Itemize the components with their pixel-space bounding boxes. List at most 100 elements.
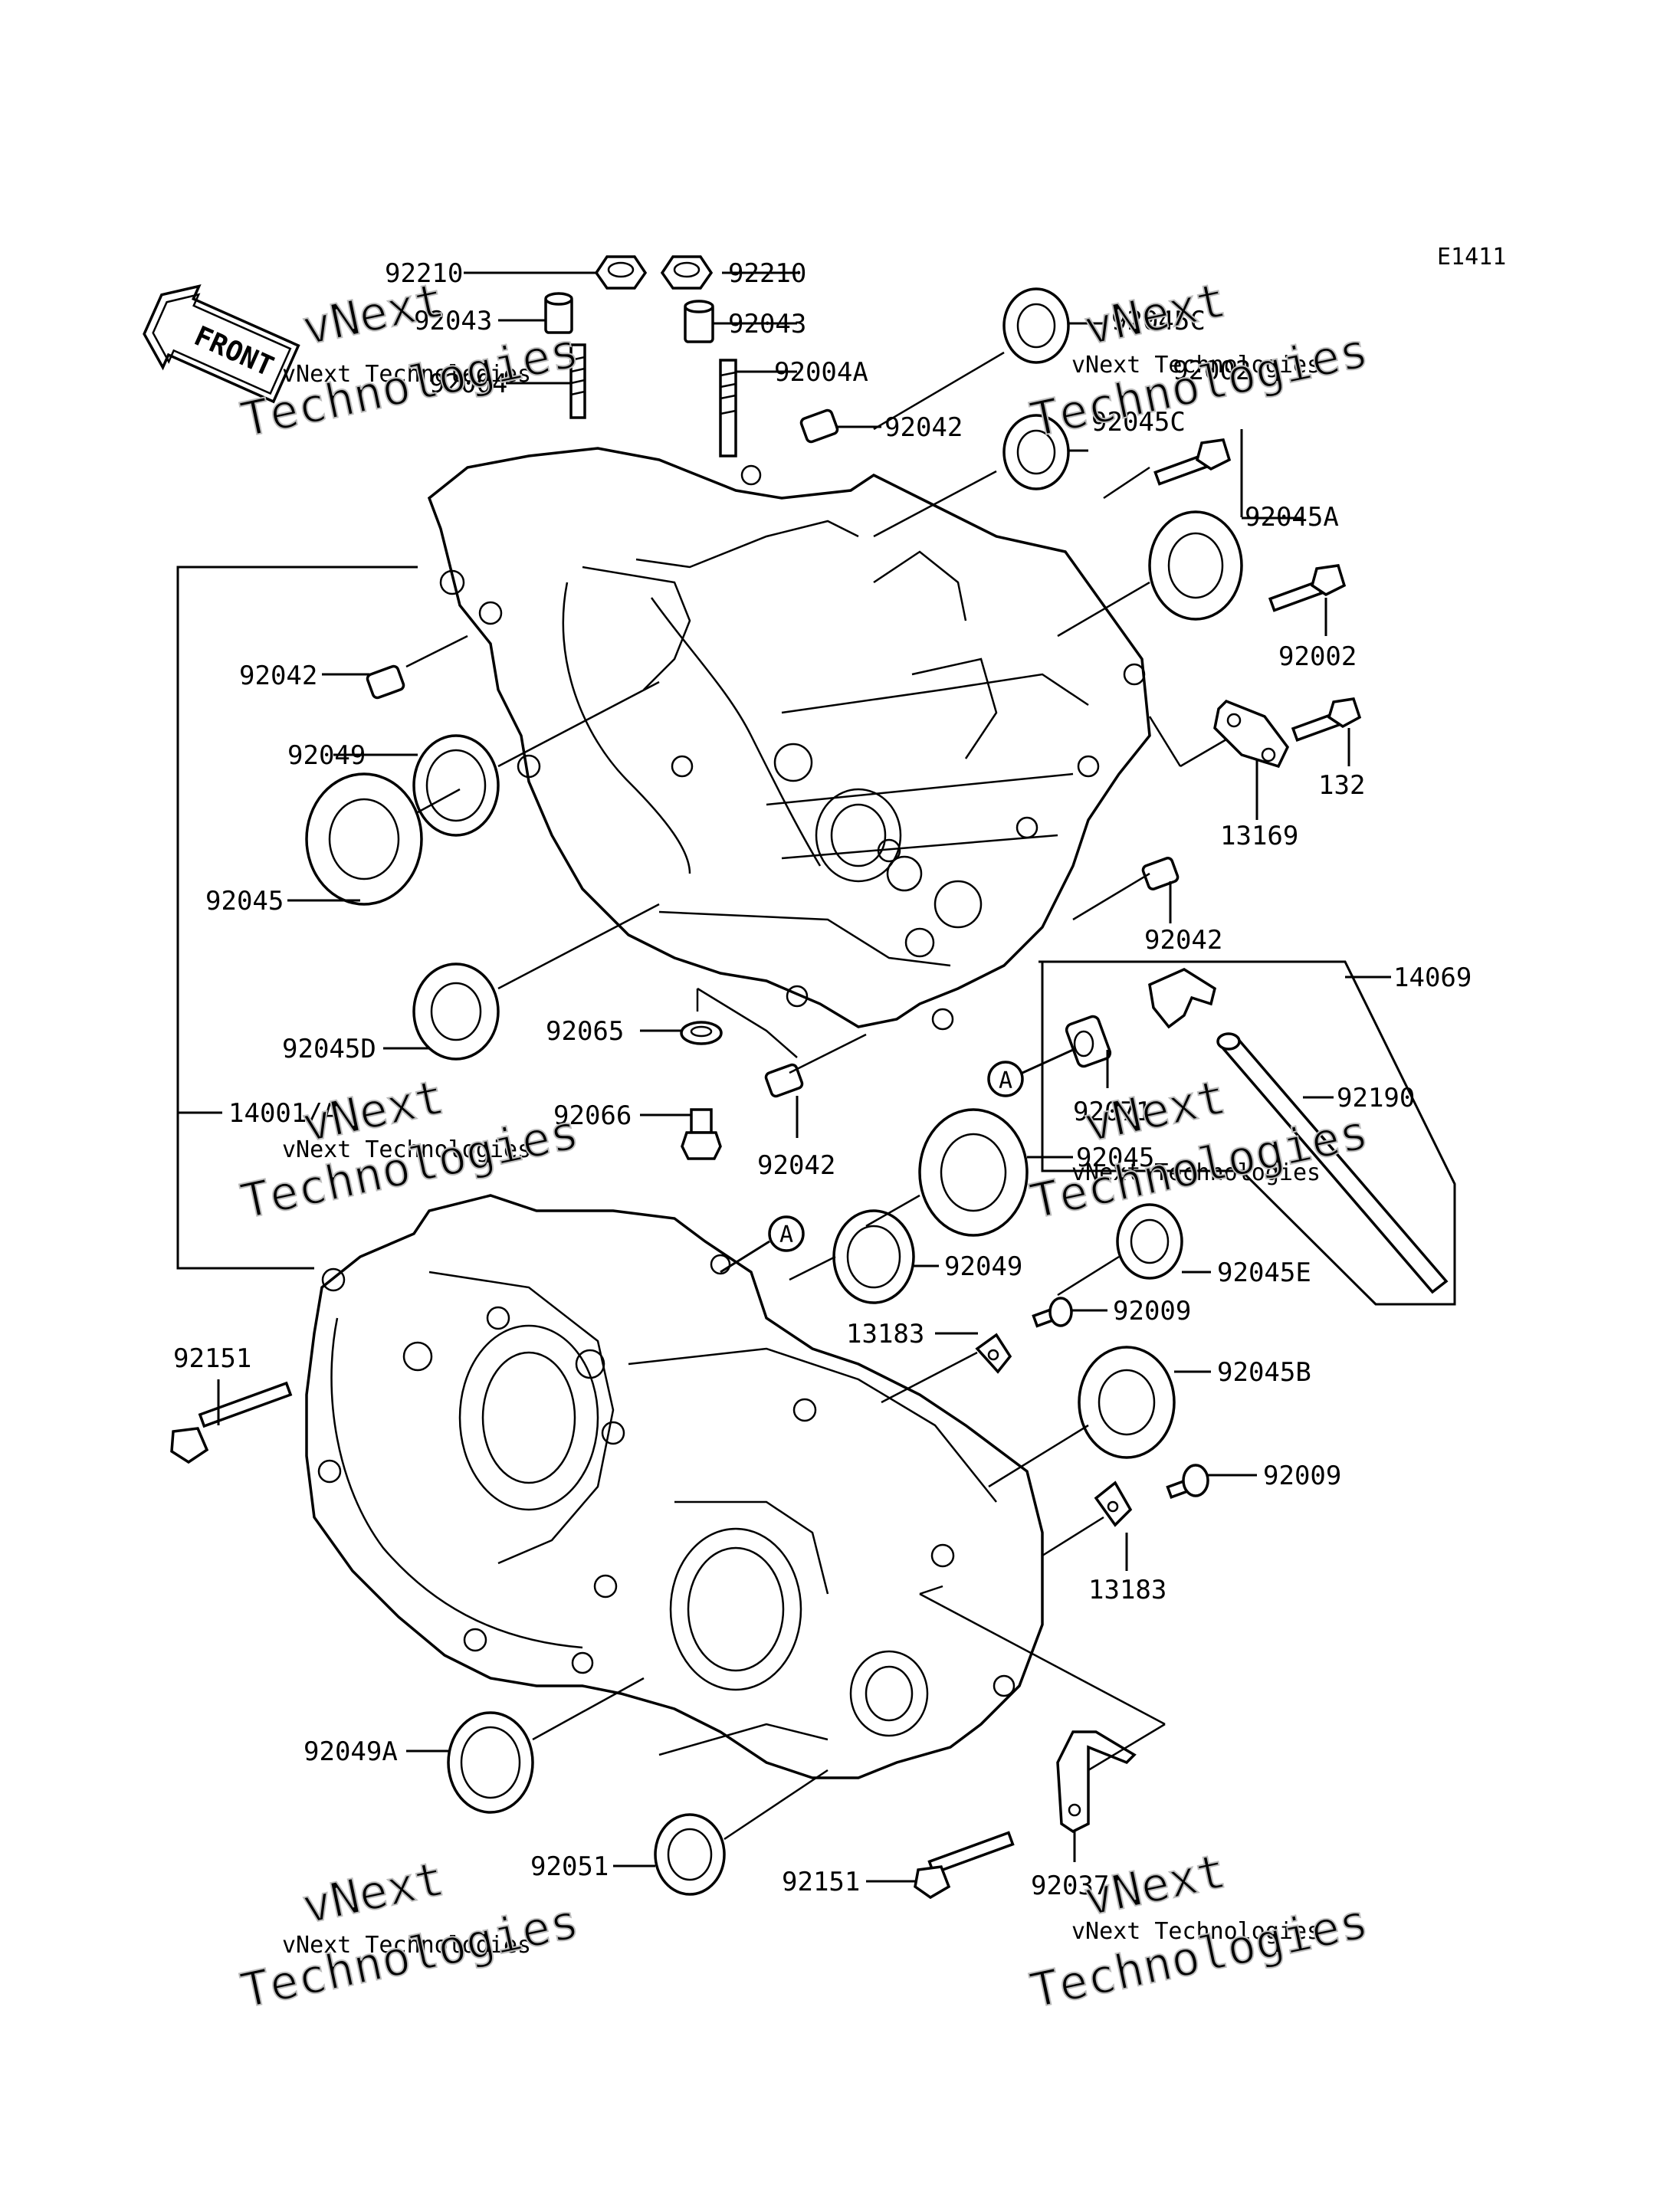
- label-92066: 92066: [553, 1100, 632, 1131]
- label-92009-lower: 92009: [1263, 1461, 1341, 1491]
- breather-tube-92190: [1216, 1032, 1449, 1294]
- bearing-92045C-1: [1002, 287, 1070, 364]
- watermark-big-2: Technologies: [1025, 322, 1373, 448]
- label-92151-bottom: 92151: [782, 1867, 860, 1897]
- watermark-big-1: vNext: [1079, 1842, 1231, 1926]
- label-92071: 92071: [1073, 1097, 1151, 1127]
- label-92045A: 92045A: [1245, 502, 1339, 533]
- label-13183-lower: 13183: [1088, 1575, 1166, 1605]
- label-92045C-2: 92045C: [1091, 407, 1186, 438]
- label-92043-left: 92043: [414, 306, 492, 336]
- label-92042-left: 92042: [239, 661, 317, 691]
- label-92045B: 92045B: [1217, 1357, 1311, 1388]
- collar-92043-right: [684, 300, 714, 343]
- seal-92051: [654, 1813, 726, 1896]
- label-92042-top: 92042: [884, 412, 963, 443]
- label-92042-bottom: 92042: [757, 1150, 835, 1181]
- label-92051: 92051: [530, 1851, 609, 1882]
- label-92190: 92190: [1337, 1083, 1415, 1113]
- watermark-line: vNext Technologies: [1071, 1159, 1321, 1186]
- dowel-92042-bottom: [764, 1063, 804, 1098]
- callout-a-upper-label: A: [999, 1067, 1012, 1094]
- nut-92210-left: [594, 255, 648, 290]
- bearing-92045B: [1078, 1346, 1176, 1459]
- watermark-2: vNext Technologies vNext Technologies: [1025, 271, 1373, 448]
- watermark-big-1: vNext: [1079, 271, 1231, 356]
- collar-92043-left: [544, 292, 573, 334]
- dowel-92042-right: [1141, 857, 1180, 890]
- bearing-92045A: [1148, 510, 1243, 621]
- label-92210-right: 92210: [728, 258, 806, 289]
- watermark-line: vNext Technologies: [282, 361, 531, 388]
- bearing-92045-mid: [918, 1108, 1029, 1237]
- bolt-92066: [681, 1108, 722, 1160]
- seal-92049-upper: [412, 734, 500, 837]
- stud-92004A: [719, 359, 737, 457]
- nut-92210-right: [660, 255, 714, 290]
- label-132: 132: [1318, 770, 1365, 801]
- watermark-line: vNext Technologies: [1071, 1918, 1321, 1945]
- watermark-big-2: Technologies: [1025, 1893, 1373, 2019]
- washer-92065: [680, 1021, 723, 1045]
- bearing-92045E: [1116, 1203, 1183, 1280]
- bearing-92045C-2: [1002, 414, 1070, 490]
- label-92045D: 92045D: [282, 1034, 376, 1064]
- label-92049A: 92049A: [304, 1736, 398, 1767]
- plate-13183-upper: [975, 1333, 1012, 1374]
- bearing-92045D: [412, 962, 500, 1061]
- label-92004: 92004: [429, 369, 507, 399]
- bolt-92009-lower: [1166, 1464, 1209, 1499]
- label-92002-top: 92002: [1173, 356, 1251, 386]
- bolt-92151-left: [170, 1381, 293, 1464]
- watermark-6: vNext Technologies vNext Technologies: [1025, 1841, 1373, 2019]
- bolt-92009-upper: [1032, 1297, 1073, 1328]
- stud-92004: [569, 343, 586, 419]
- watermark-big-1: vNext: [297, 1850, 449, 1934]
- label-92151-left: 92151: [173, 1343, 251, 1374]
- watermark-line: vNext Technologies: [282, 1136, 531, 1163]
- breather-elbow-14069: [1148, 968, 1217, 1029]
- label-92045-left: 92045: [205, 886, 284, 917]
- bolt-92002-mid: [1268, 564, 1347, 612]
- label-14069: 14069: [1393, 962, 1472, 993]
- label-92037: 92037: [1031, 1871, 1109, 1901]
- bolt-132: [1291, 697, 1362, 743]
- label-92042-right: 92042: [1144, 925, 1222, 956]
- callout-a-lower: A: [720, 1215, 805, 1274]
- leader-lines: [176, 271, 1456, 1883]
- breather-fitting-92071: [1065, 1015, 1112, 1068]
- watermark-big-1: vNext: [297, 271, 449, 356]
- label-92049-lower: 92049: [944, 1251, 1022, 1282]
- watermark-line: vNext Technologies: [1071, 352, 1321, 379]
- watermark-line: vNext Technologies: [282, 1932, 531, 1959]
- bearing-92045-left: [305, 772, 423, 906]
- label-92065: 92065: [546, 1016, 624, 1047]
- plate-13169: [1213, 699, 1290, 769]
- dowel-92042-left: [366, 664, 405, 700]
- label-13183-upper: 13183: [846, 1319, 924, 1349]
- label-92043-right: 92043: [728, 309, 806, 339]
- upper-crankcase-half: [427, 447, 1151, 1031]
- label-92045-mid: 92045: [1076, 1143, 1154, 1173]
- watermark-3: vNext Technologies vNext Technologies: [235, 1067, 584, 1230]
- label-92045C-1: 92045C: [1111, 306, 1206, 336]
- callout-a-upper: A: [987, 1048, 1074, 1097]
- label-92002-mid: 92002: [1278, 641, 1357, 672]
- diagram-id: E1411: [1437, 244, 1506, 271]
- bracket-92037: [1056, 1730, 1137, 1834]
- bolt-92002-top: [1153, 438, 1232, 486]
- label-92210-left: 92210: [385, 258, 463, 289]
- label-13169: 13169: [1220, 821, 1298, 851]
- label-14001A: 14001/A: [228, 1098, 338, 1129]
- callout-a-lower-label: A: [779, 1221, 793, 1248]
- plate-13183-lower: [1094, 1481, 1133, 1527]
- lower-crankcase-half: [305, 1194, 1044, 1779]
- label-92045E: 92045E: [1217, 1258, 1311, 1288]
- seal-92049A: [447, 1711, 534, 1814]
- label-92004A: 92004A: [774, 357, 868, 388]
- seal-92049-lower: [832, 1209, 915, 1304]
- label-92009-upper: 92009: [1113, 1296, 1191, 1326]
- bolt-92151-bottom: [914, 1831, 1015, 1900]
- label-92049-upper: 92049: [287, 740, 366, 771]
